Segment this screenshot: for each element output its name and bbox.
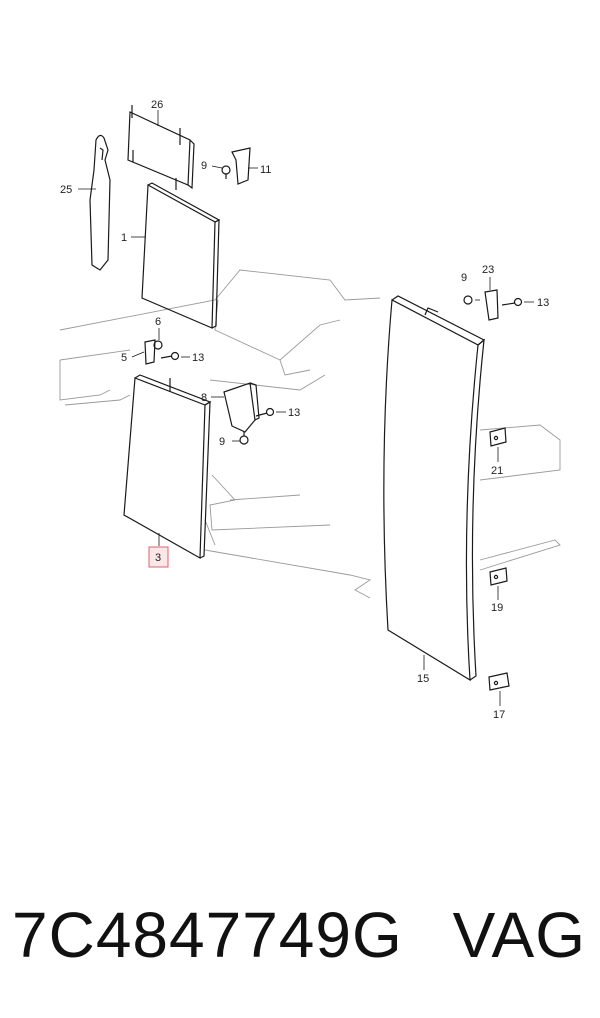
part-8-bracket <box>223 382 260 433</box>
part-6-nut <box>153 340 163 350</box>
callout-8: 8 <box>201 392 207 404</box>
part-13-screw-middle <box>255 407 275 417</box>
part-11-bracket <box>231 147 251 185</box>
brand-label: VAG <box>452 899 586 971</box>
callout-26: 26 <box>151 99 163 111</box>
callout-17: 17 <box>493 709 505 721</box>
parts-exploded-diagram: 26 25 1 9 11 6 5 13 8 13 9 3 23 9 13 21 … <box>59 99 561 721</box>
leader-lines <box>78 110 534 706</box>
callout-19: 19 <box>491 602 503 614</box>
callout-9-top: 9 <box>201 160 207 172</box>
floor-outline <box>59 269 561 599</box>
part-17-clip <box>488 672 510 691</box>
callout-13-middle: 13 <box>288 407 300 419</box>
caption-bar: 7C4847749G VAG <box>0 880 600 990</box>
part-26-cover-plate <box>127 105 195 190</box>
part-19-clip <box>489 567 508 586</box>
callout-15: 15 <box>417 673 429 685</box>
part-15-large-grille-panel <box>383 295 486 682</box>
part-23-bracket <box>484 289 499 321</box>
callout-23: 23 <box>482 264 494 276</box>
callout-3-highlight: 3 <box>148 546 169 568</box>
callout-13-right: 13 <box>537 297 549 309</box>
part-13-screw-right <box>501 297 523 307</box>
callout-9-right: 9 <box>461 272 467 284</box>
part-9-bolt-top <box>221 165 231 179</box>
callout-3: 3 <box>155 552 161 564</box>
part-21-clip <box>489 427 507 447</box>
part-number-label: 7C4847749G <box>12 899 403 971</box>
callout-1: 1 <box>121 232 127 244</box>
callout-21: 21 <box>491 465 503 477</box>
callout-13-left: 13 <box>192 352 204 364</box>
callout-6: 6 <box>155 316 161 328</box>
part-9-bolt-right <box>463 295 473 305</box>
part-5-bracket <box>144 339 156 365</box>
callout-25: 25 <box>60 184 72 196</box>
callout-5: 5 <box>121 352 127 364</box>
part-25-side-trim <box>89 134 111 271</box>
part-1-grille-panel <box>141 182 221 329</box>
callout-9-middle: 9 <box>219 436 225 448</box>
part-9-bolt-middle <box>239 432 249 445</box>
part-3-grille-panel <box>123 374 212 560</box>
callout-11: 11 <box>260 164 271 176</box>
part-13-screw-left <box>160 351 180 361</box>
